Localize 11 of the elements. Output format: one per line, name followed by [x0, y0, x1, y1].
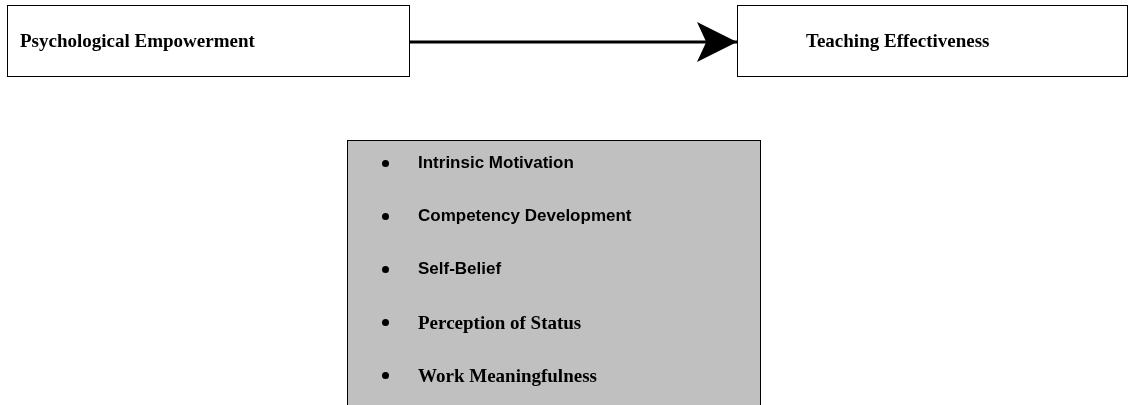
list-item: Perception of Status [418, 312, 582, 334]
factor-list-box [347, 140, 761, 405]
list-item: Intrinsic Motivation [418, 153, 574, 173]
concept-box [737, 5, 1128, 77]
concept-label: Teaching Effectiveness [806, 30, 990, 52]
arrow [410, 22, 737, 62]
list-item: Self-Belief [418, 259, 502, 279]
list-item: Work Meaningfulness [418, 365, 597, 387]
concept-box [7, 5, 410, 77]
list-item: Competency Development [418, 206, 632, 226]
concept-label: Psychological Empowerment [20, 30, 255, 52]
